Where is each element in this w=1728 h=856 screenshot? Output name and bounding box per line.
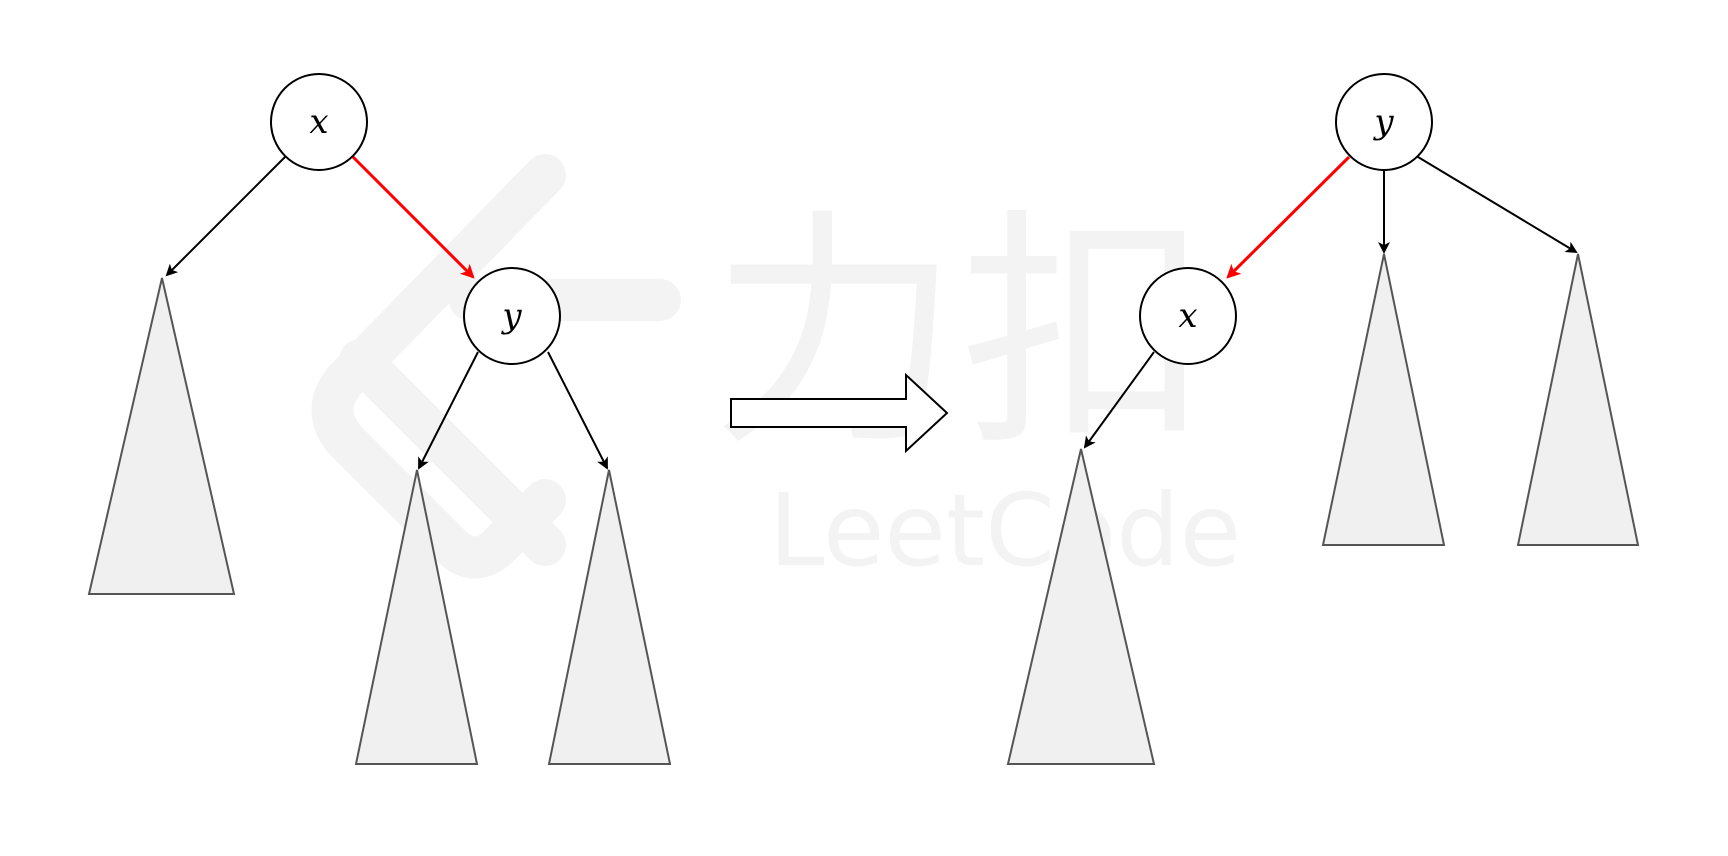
node-label: y	[500, 296, 522, 336]
subtree-triangle	[354, 469, 479, 765]
node-y: y	[463, 267, 561, 365]
node-label: y	[1372, 102, 1394, 142]
subtree-triangle	[1006, 448, 1156, 765]
before-tree: x y	[87, 73, 672, 765]
subtree-triangle	[1516, 253, 1640, 546]
node-x: x	[1139, 267, 1237, 365]
edge	[1083, 351, 1155, 449]
subtree-triangle	[87, 277, 236, 595]
highlight-edge	[351, 155, 475, 279]
edge	[165, 156, 286, 277]
node-x: x	[270, 73, 368, 171]
edge	[1417, 156, 1578, 254]
edge	[547, 351, 608, 470]
transform-arrow	[730, 372, 949, 454]
node-label: x	[309, 102, 328, 142]
node-label: x	[1178, 296, 1197, 336]
watermark: 力扣 LeetCode	[311, 154, 1241, 589]
highlight-edge	[1226, 155, 1351, 279]
edge	[418, 351, 479, 470]
after-tree: y x	[1006, 73, 1640, 765]
subtree-triangle	[547, 469, 672, 765]
node-y: y	[1335, 73, 1433, 171]
watermark-brand-text: LeetCode	[769, 472, 1241, 589]
subtree-triangle	[1321, 253, 1446, 546]
watermark-logo-text: 力扣	[710, 188, 1210, 479]
